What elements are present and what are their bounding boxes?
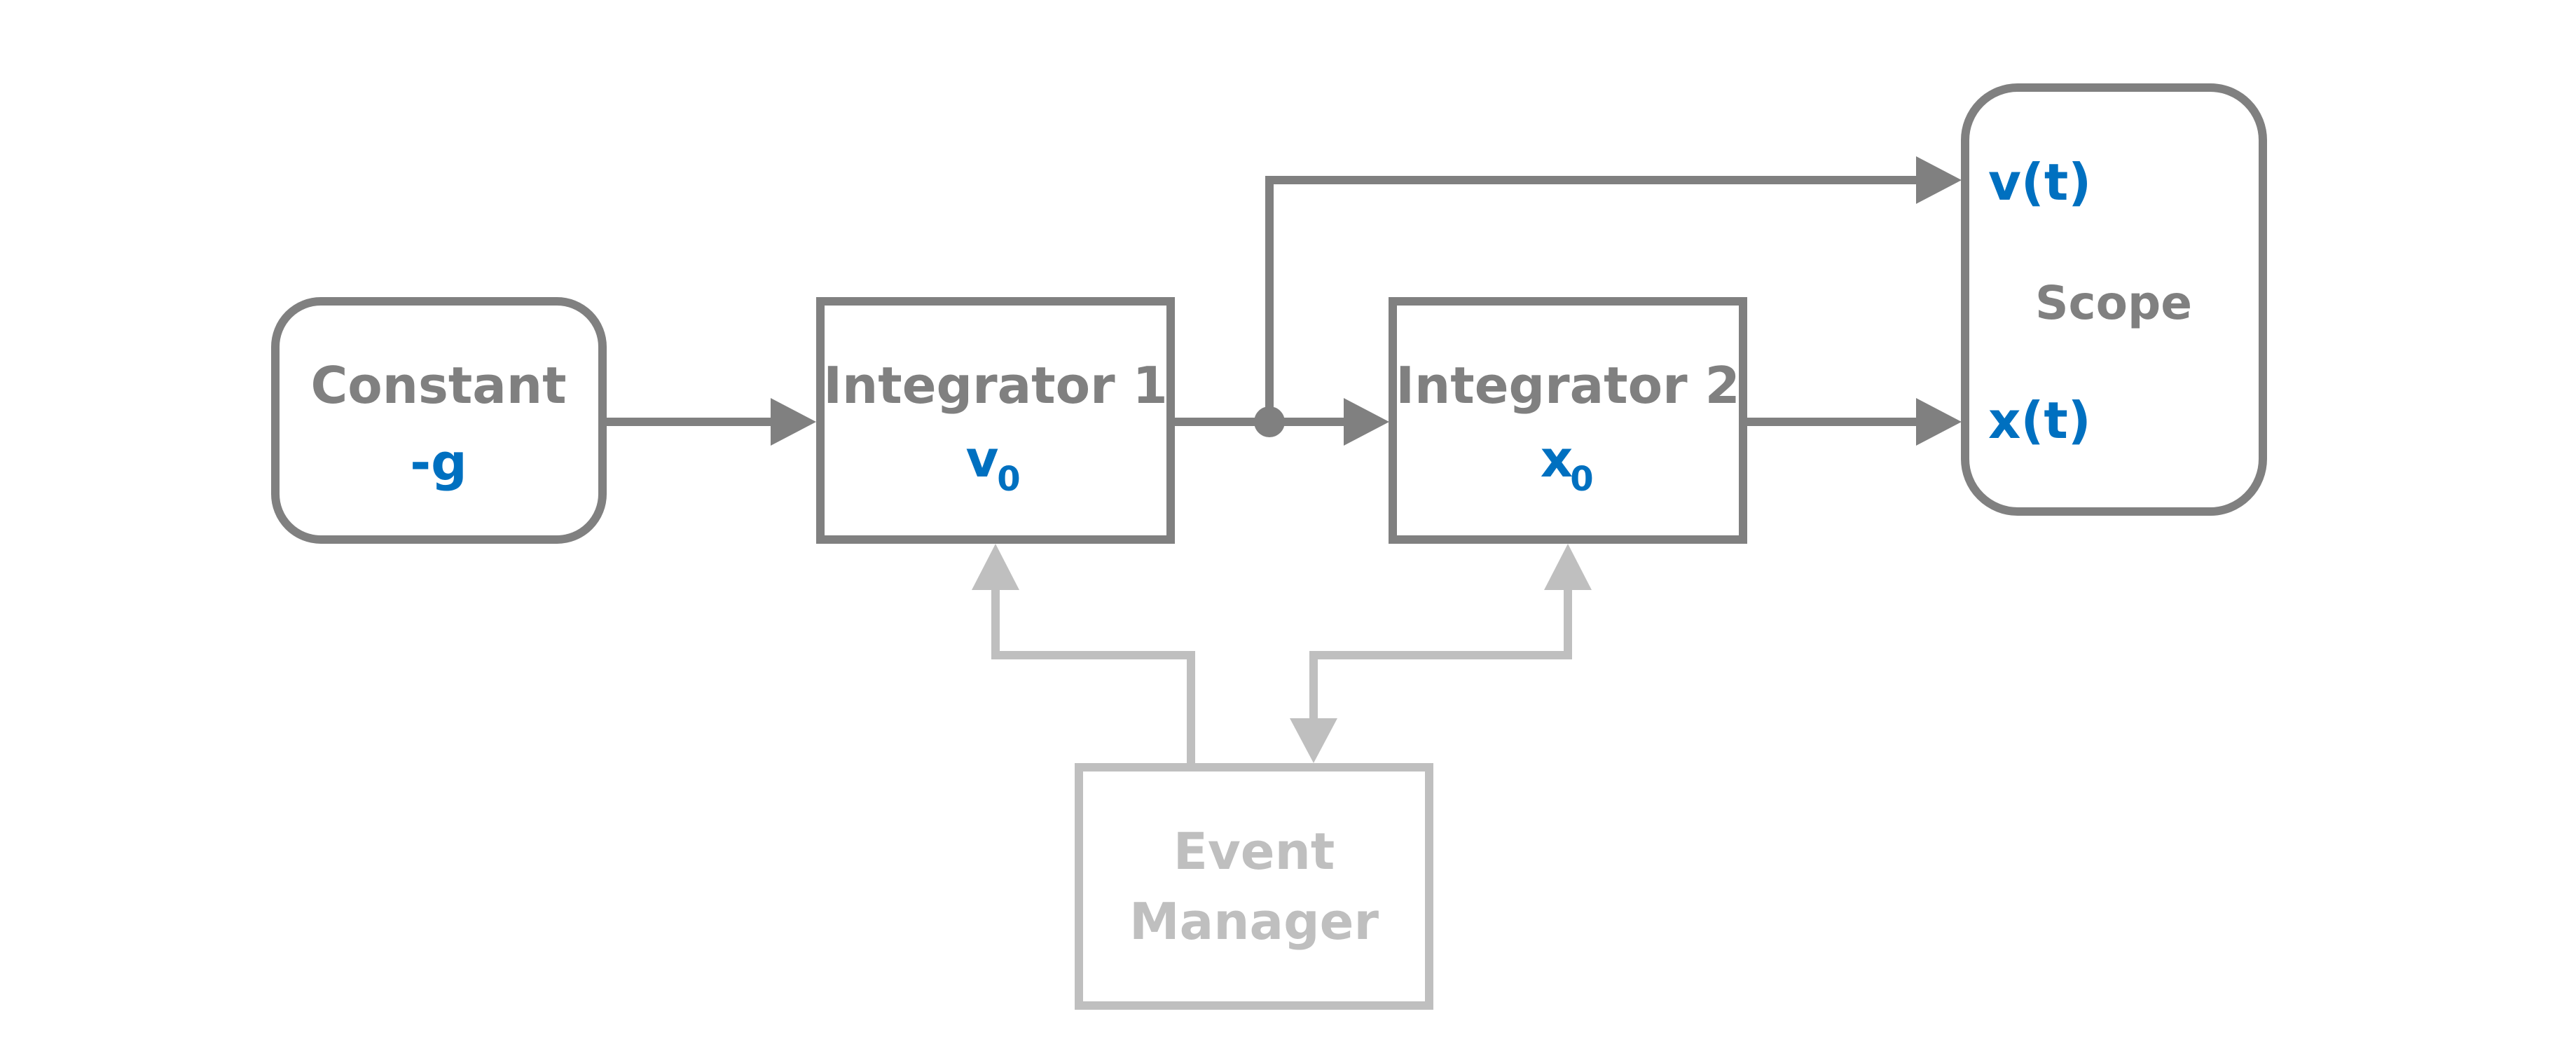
connection-integrator-2-to-event-manager bbox=[1290, 544, 1592, 763]
connection-event-manager-to-integrator-1 bbox=[972, 544, 1195, 763]
integrator-1-param: v bbox=[966, 430, 999, 488]
connection-constant-to-integrator-1 bbox=[607, 398, 816, 446]
constant-title: Constant bbox=[310, 356, 566, 415]
event-manager-block[interactable]: Event Manager bbox=[1075, 763, 1433, 1010]
integrator-2-title: Integrator 2 bbox=[1396, 356, 1740, 415]
connection-integrator-1-to-scope-v bbox=[1265, 156, 1962, 422]
integrator-2-param: x bbox=[1541, 430, 1573, 488]
scope-port-x-label: x(t) bbox=[1988, 391, 2091, 450]
scope-block[interactable]: Scope v(t) x(t) bbox=[1961, 83, 2267, 516]
integrator-2-param-sub: 0 bbox=[1570, 460, 1593, 499]
connection-integrator-1-to-integrator-2 bbox=[1175, 398, 1389, 446]
integrator-2-block[interactable]: Integrator 2 x 0 bbox=[1389, 297, 1747, 544]
connection-integrator-2-to-scope-x bbox=[1747, 398, 1962, 446]
event-manager-title-line-1: Event bbox=[1173, 822, 1335, 881]
scope-port-v-label: v(t) bbox=[1988, 153, 2091, 212]
constant-block[interactable]: Constant -g bbox=[271, 297, 607, 544]
integrator-1-param-sub: 0 bbox=[997, 460, 1020, 499]
constant-param: -g bbox=[410, 433, 467, 492]
integrator-1-title: Integrator 1 bbox=[823, 356, 1167, 415]
integrator-1-block[interactable]: Integrator 1 v 0 bbox=[816, 297, 1175, 544]
scope-title: Scope bbox=[2035, 276, 2192, 330]
event-manager-title-line-2: Manager bbox=[1129, 892, 1379, 951]
